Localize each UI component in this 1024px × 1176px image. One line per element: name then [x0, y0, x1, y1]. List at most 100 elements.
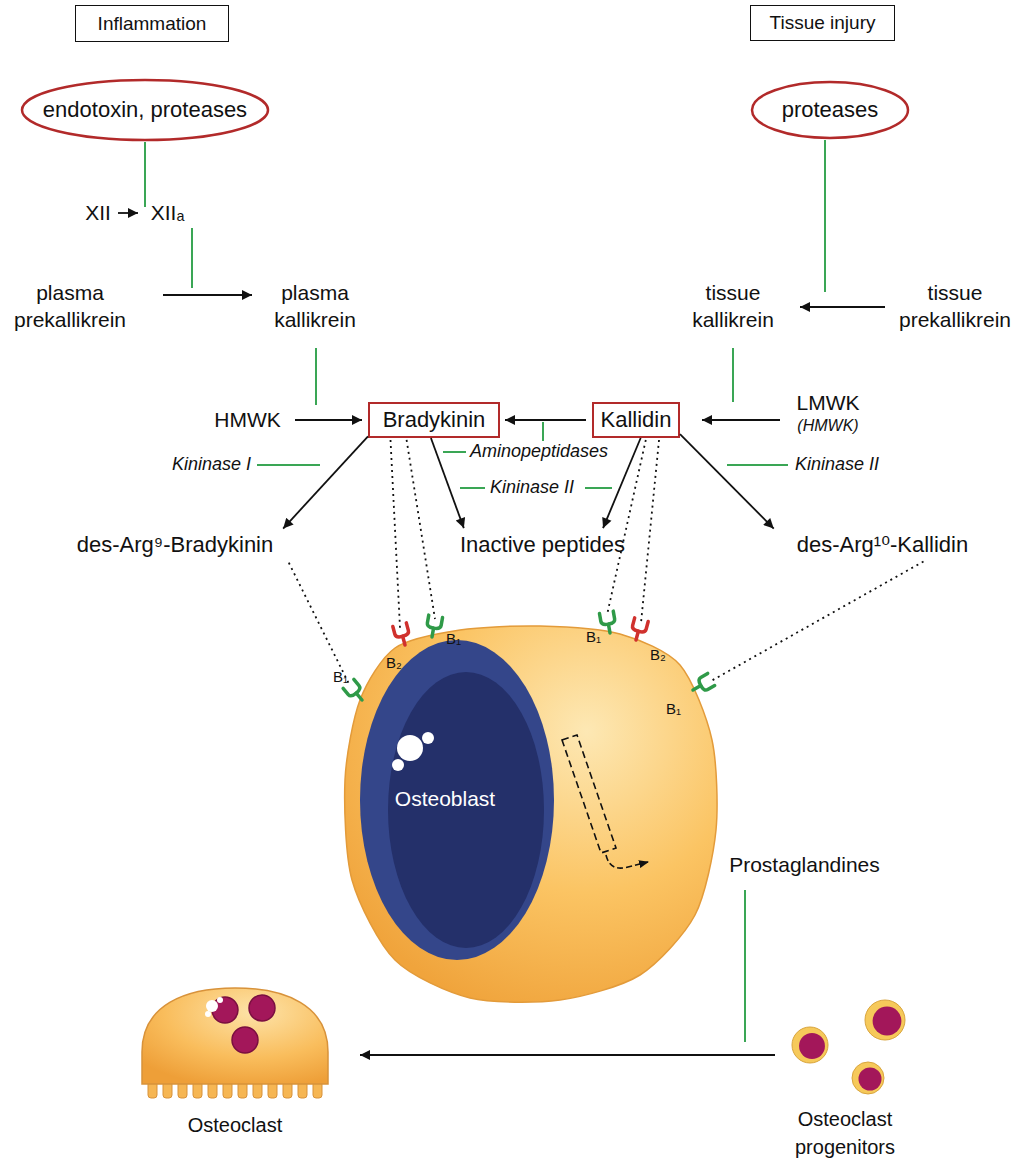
enzyme-line [443, 451, 466, 453]
text-group: Osteoclast progenitors [780, 1105, 910, 1161]
metabolite-label: des-Arg¹⁰-Kallidin [765, 530, 1000, 560]
node-text: plasma prekallikrein [5, 279, 135, 333]
node-text: XII [85, 200, 111, 226]
receptor-stem [693, 686, 701, 691]
text-group: plasma prekallikrein [5, 278, 135, 334]
stimulus-ellipse: endotoxin, proteases [20, 78, 270, 142]
b1-receptor [343, 679, 367, 704]
node-text: HMWK [214, 407, 281, 433]
vesicle [217, 997, 223, 1003]
receptor-stem [636, 631, 638, 640]
text-group: Osteoclast [130, 1113, 340, 1138]
node-text: Inflammation [98, 12, 207, 36]
kinin-box: Bradykinin [368, 402, 500, 438]
catalysis-line [144, 142, 146, 207]
enzyme-name: Kininase II [795, 454, 879, 475]
receptors [343, 611, 715, 704]
vesicle [397, 735, 423, 761]
catalysis-line [315, 348, 317, 405]
enzyme-line [585, 487, 612, 489]
enzyme-line [542, 422, 544, 441]
header-box: Tissue injury [750, 5, 895, 41]
cell-body [142, 988, 328, 1084]
substrate-label: LMWK(HMWK) [783, 387, 873, 439]
node-text: des-Arg⁹-Bradykinin [77, 531, 274, 559]
cell-nucleus [360, 640, 554, 960]
enzyme-name: Aminopeptidases [470, 441, 608, 462]
binding-line [607, 440, 646, 615]
metabolite-label: des-Arg⁹-Bradykinin [55, 530, 295, 560]
cell-nucleus [249, 995, 275, 1021]
text-group: LMWK(HMWK) [783, 387, 873, 439]
enzyme-line [727, 464, 788, 466]
cell-nucleus [858, 1067, 881, 1090]
text-group: plasma kallikrein [255, 278, 375, 334]
progenitor-cell [852, 1062, 884, 1094]
node-text: endotoxin, proteases [43, 96, 247, 124]
ellipse-shape [752, 82, 908, 138]
enzyme-name: Kininase I [172, 454, 251, 475]
enzyme-line [257, 464, 320, 466]
enzyme-name: Kininase II [490, 477, 574, 498]
b2-receptor [393, 623, 412, 647]
reaction-arrow [603, 438, 641, 528]
factor-label: XIIₐ [140, 198, 195, 228]
progenitor-cell [792, 1027, 828, 1063]
text-group: tissue kallikrein [673, 278, 793, 334]
reaction-arrow [163, 294, 252, 296]
node-text: Osteoclast progenitors [780, 1105, 910, 1161]
text-group: Kallidin [594, 404, 678, 436]
receptor-cup [393, 623, 410, 638]
vesicle [206, 1000, 218, 1012]
text-group: des-Arg¹⁰-Kallidin [765, 530, 1000, 560]
osteoclast-cell: Osteoclast [130, 980, 340, 1145]
ellipse-shape [22, 80, 268, 140]
text-group: endotoxin, proteases [20, 78, 270, 142]
text-group: XII [78, 198, 118, 228]
cell-nucleus [232, 1027, 258, 1053]
text-group: des-Arg⁹-Bradykinin [55, 530, 295, 560]
receptor-cup [599, 611, 615, 625]
text-group: Bradykinin [370, 404, 498, 436]
reaction-arrow [800, 306, 885, 308]
text-group: Osteoblast [385, 786, 505, 812]
text-group: tissue prekallikrein [890, 278, 1020, 334]
enzyme-label: plasma prekallikrein [5, 278, 135, 334]
kinin-box: Kallidin [592, 402, 680, 438]
node-text: Osteoblast [385, 786, 505, 812]
receptor-stem [608, 624, 610, 633]
binding-line [641, 440, 659, 623]
b1-receptor [425, 615, 442, 638]
catalysis-lines [145, 140, 825, 1042]
node-text: plasma kallikrein [255, 279, 375, 333]
factor-label: XII [78, 198, 118, 228]
text-group: Prostaglandines [722, 850, 887, 880]
receptor-stem [356, 693, 362, 700]
node-text: Tissue injury [770, 11, 876, 35]
cell-group [780, 995, 910, 1160]
reaction-arrow [505, 419, 586, 421]
text-group: Tissue injury [751, 6, 894, 40]
stimulus-ellipse: proteases [750, 80, 910, 140]
reaction-arrow [431, 438, 464, 528]
synthesis-bracket [562, 735, 616, 853]
enzyme-label: tissue kallikrein [673, 278, 793, 334]
product-label: Prostaglandines [722, 850, 887, 880]
catalysis-line [824, 140, 826, 292]
node-text: (HMWK) [797, 415, 858, 437]
cell-nucleus [873, 1007, 902, 1036]
node-text: tissue kallikrein [673, 279, 793, 333]
receptor-cup [427, 615, 443, 629]
text-group: XIIₐ [140, 198, 195, 228]
b1-receptor [599, 611, 616, 634]
reaction-arrow [283, 436, 368, 528]
receptor-cup [632, 618, 649, 633]
vesicle [205, 1011, 211, 1017]
osteoblast-cell: Osteoblast [340, 600, 720, 1010]
reaction-arrow [680, 434, 774, 529]
b2-receptor [629, 618, 648, 642]
binding-line [289, 563, 350, 686]
reaction-arrow [295, 419, 362, 421]
cell-nucleus [799, 1033, 825, 1059]
